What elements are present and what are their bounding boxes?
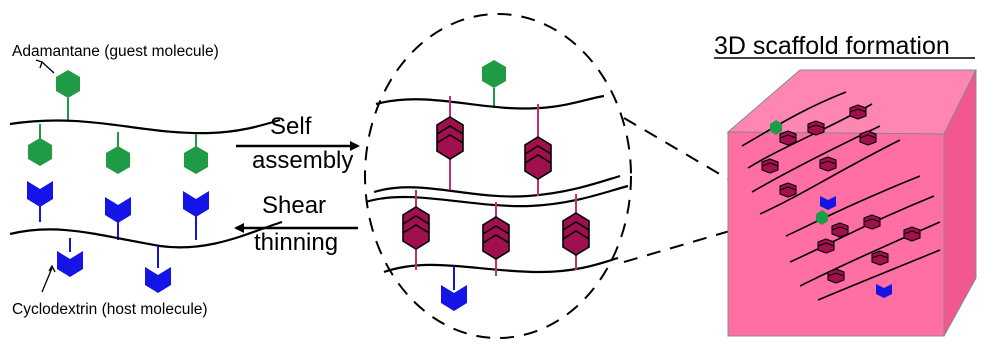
- zoom-guide-lower: [623, 227, 741, 263]
- inclusion-complex-icon: [819, 156, 837, 172]
- hexagon-icon: [770, 120, 782, 135]
- chevron-icon: [57, 251, 83, 277]
- polymer-strand-top: [9, 118, 281, 135]
- inclusion-complex-icon: [402, 206, 430, 250]
- inclusion-complex-icon: [871, 250, 889, 266]
- inclusion-complex-icon: [779, 182, 797, 198]
- inclusion-complex-icon: [903, 226, 921, 242]
- inclusion-complex-icon: [807, 120, 825, 136]
- inclusion-complex-icon: [482, 216, 510, 260]
- hexagon-icon: [56, 70, 80, 98]
- scaffold-title: 3D scaffold formation: [714, 32, 950, 60]
- host-pointer: [41, 267, 53, 293]
- polymer-strand-bottom: [9, 220, 283, 249]
- guest-pointer: [41, 61, 55, 74]
- hexagon-icon: [816, 210, 828, 225]
- inclusion-complex-icon: [849, 104, 867, 120]
- polymer-strand: [373, 174, 621, 198]
- guest-molecule-label: Adamantane (guest molecule): [12, 43, 219, 60]
- shear-thinning-label-line1: Shear: [262, 192, 326, 219]
- inclusion-complex-icon: [761, 158, 779, 174]
- chevron-icon: [27, 181, 53, 207]
- polymer-strand: [375, 94, 605, 110]
- self-assembly-label-line2: assembly: [252, 147, 353, 174]
- zoom-ellipse: [364, 13, 632, 339]
- zoom-panel: [364, 13, 632, 339]
- inclusion-complex-icon: [827, 268, 845, 284]
- inclusion-complex-icon: [831, 222, 849, 238]
- chevron-icon: [820, 196, 836, 210]
- chevron-icon: [145, 267, 171, 293]
- self-assembly-label-line1: Self: [270, 113, 312, 140]
- polymer-strand: [365, 184, 629, 208]
- scaffold-cube: 3D scaffold formation: [714, 32, 977, 337]
- zoom-guide-upper: [623, 117, 741, 187]
- inclusion-complex-icon: [562, 212, 590, 256]
- host-molecule-label: Cyclodextrin (host molecule): [12, 301, 208, 318]
- chevron-icon: [183, 191, 209, 217]
- hexagon-icon: [28, 138, 52, 166]
- left-panel: Adamantane (guest molecule) Cyclodextrin…: [9, 43, 283, 318]
- cube-top-face: [726, 69, 977, 135]
- inclusion-complex-icon: [863, 214, 881, 230]
- hexagon-icon: [482, 60, 506, 88]
- inclusion-complex-icon: [779, 130, 797, 146]
- shear-thinning-label-line2: thinning: [254, 229, 338, 256]
- inclusion-complex-icon: [524, 136, 552, 180]
- chevron-icon: [105, 197, 131, 223]
- inclusion-complex-icon: [859, 130, 877, 146]
- inclusion-complex-icon: [436, 116, 464, 160]
- guest-pointer-head: [35, 59, 43, 69]
- process-arrows: Self assembly Shear thinning: [234, 113, 360, 256]
- hexagon-icon: [106, 146, 130, 174]
- polymer-strand: [383, 256, 619, 274]
- inclusion-complex-icon: [817, 238, 835, 254]
- hexagon-icon: [184, 146, 208, 174]
- chevron-icon: [876, 284, 892, 298]
